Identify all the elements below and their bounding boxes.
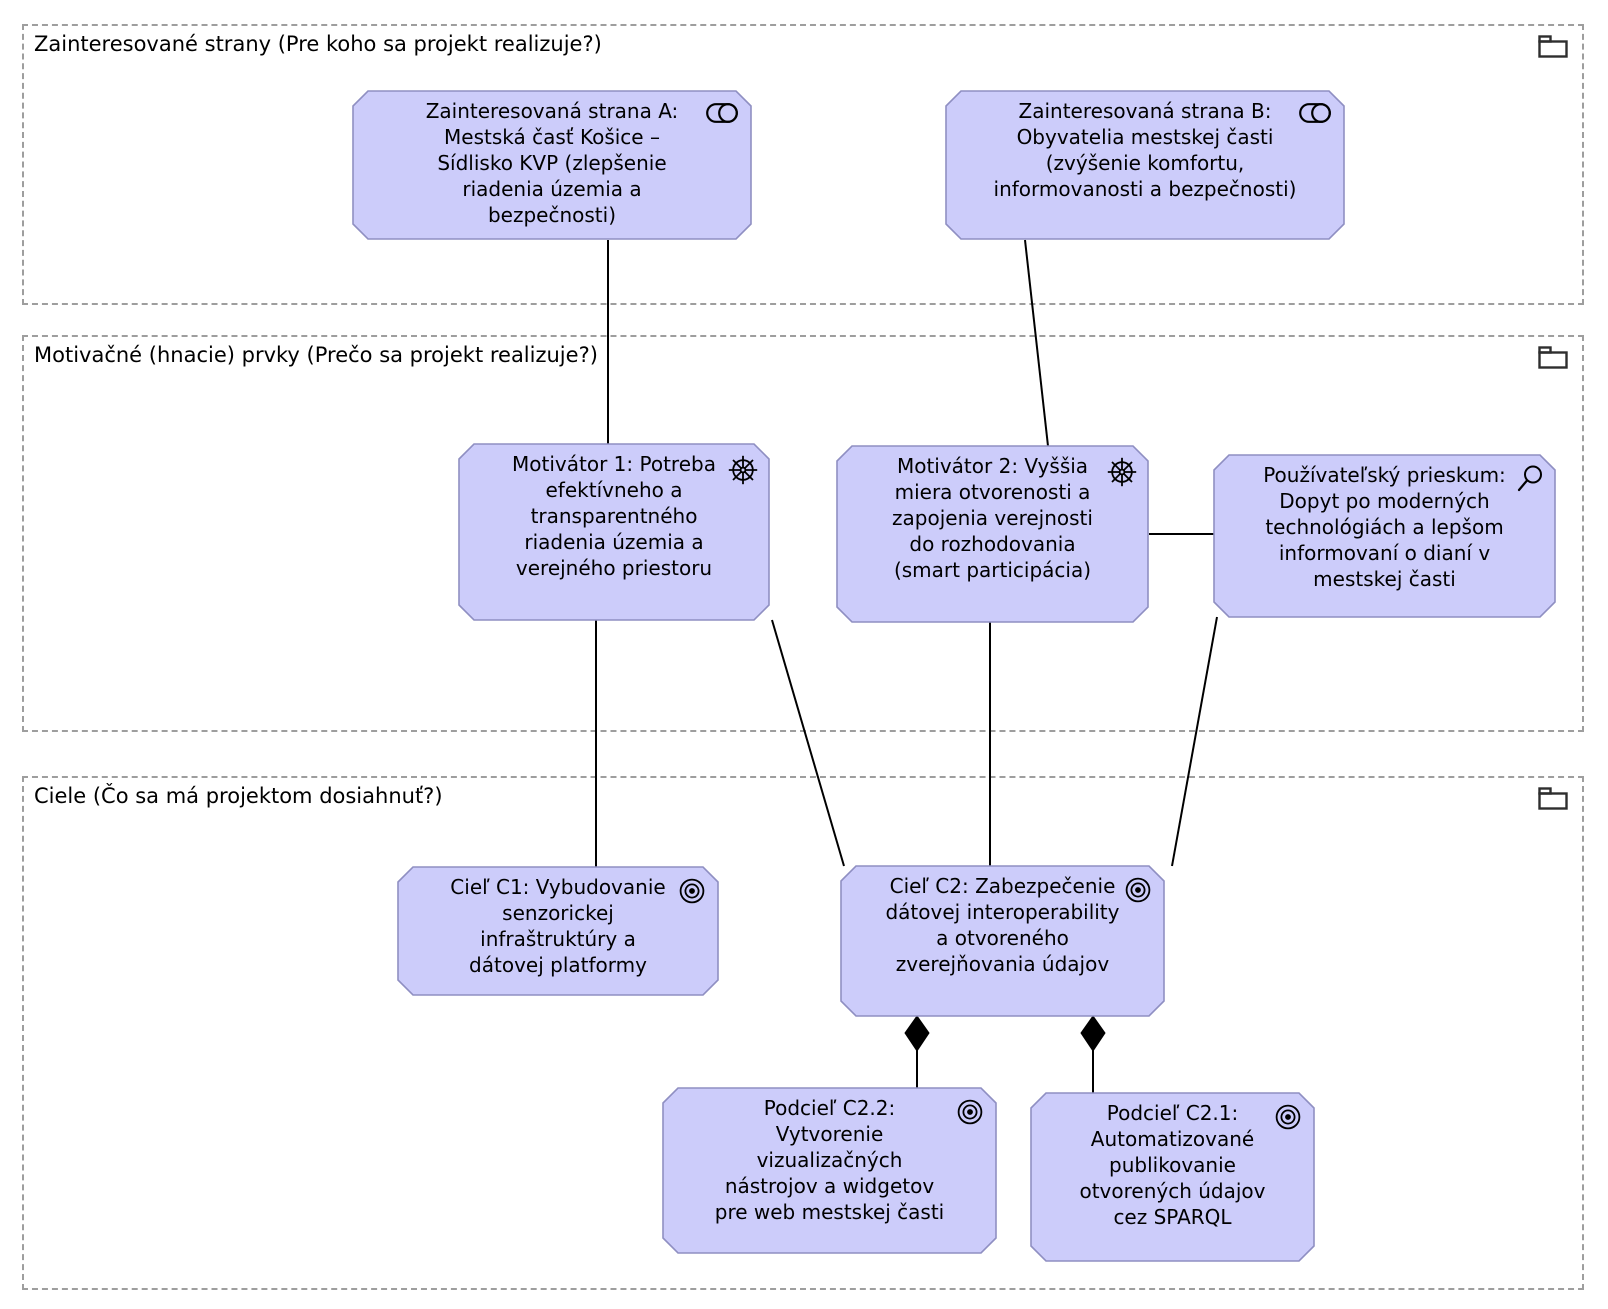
group-drivers-title: Motivačné (hnacie) prvky (Prečo sa proje…	[34, 343, 598, 367]
group-stakeholders-title: Zainteresované strany (Pre koho sa proje…	[34, 32, 602, 56]
node-pouzivatelsky-prieskum[interactable]: Používateľský prieskum: Dopyt po moderný…	[1213, 454, 1556, 618]
node-podciel-c2-1[interactable]: Podcieľ C2.1: Automatizované publikovani…	[1030, 1092, 1315, 1262]
group-stakeholders[interactable]: Zainteresované strany (Pre koho sa proje…	[22, 24, 1584, 305]
node-podciel-c2-2[interactable]: Podcieľ C2.2: Vytvorenie vizualizačných …	[662, 1087, 997, 1254]
octagon-shape	[945, 90, 1345, 240]
magnifier-icon	[1517, 465, 1542, 492]
connector-motivator1-cielC2[interactable]	[771, 619, 845, 867]
node-motivator-2[interactable]: Motivátor 2: Vyššia miera otvorenosti a …	[836, 445, 1149, 623]
node-ciel-c2[interactable]: Cieľ C2: Zabezpečenie dátovej interopera…	[840, 865, 1165, 1017]
node-stakeholder-b[interactable]: Zainteresovaná strana B: Obyvatelia mest…	[945, 90, 1345, 240]
folder-icon	[1538, 787, 1568, 810]
group-goals-title: Ciele (Čo sa má projektom dosiahnuť?)	[34, 784, 443, 808]
connector-prieskum-cielC2[interactable]	[1171, 616, 1218, 867]
node-label: Používateľský prieskum: Dopyt po moderný…	[1263, 463, 1506, 591]
node-stakeholder-a[interactable]: Zainteresovaná strana A: Mestská časť Ko…	[352, 90, 752, 240]
driver-icon	[728, 455, 758, 485]
group-goals[interactable]: Ciele (Čo sa má projektom dosiahnuť?)	[22, 776, 1584, 1290]
connector-stakeholderB-motivator2[interactable]	[1024, 239, 1049, 447]
node-ciel-c1[interactable]: Cieľ C1: Vybudovanie senzorickej infrašt…	[397, 866, 719, 996]
node-label: Motivátor 2: Vyššia miera otvorenosti a …	[892, 454, 1093, 582]
node-label: Cieľ C1: Vybudovanie senzorickej infrašt…	[450, 875, 666, 977]
node-label: Podcieľ C2.1: Automatizované publikovani…	[1079, 1101, 1266, 1229]
node-label: Zainteresovaná strana A: Mestská časť Ko…	[425, 99, 679, 227]
folder-icon	[1538, 35, 1568, 58]
octagon-shape	[836, 445, 1149, 623]
goal-icon	[1125, 877, 1151, 903]
node-label: Podcieľ C2.2: Vytvorenie vizualizačných …	[714, 1096, 945, 1224]
octagon-shape	[840, 865, 1165, 1017]
composition-diamond[interactable]	[904, 1015, 930, 1052]
folder-icon	[1538, 346, 1568, 369]
driver-icon	[1107, 457, 1137, 487]
node-label: Cieľ C2: Zabezpečenie dátovej interopera…	[885, 874, 1120, 976]
goal-icon	[957, 1099, 983, 1125]
octagon-shape	[352, 90, 752, 240]
octagon-shape	[1030, 1092, 1315, 1262]
composition-diamond[interactable]	[1080, 1015, 1106, 1052]
stakeholder-icon	[1299, 103, 1331, 123]
node-label: Zainteresovaná strana B: Obyvatelia mest…	[993, 99, 1297, 201]
node-motivator-1[interactable]: Motivátor 1: Potreba efektívneho a trans…	[458, 443, 770, 621]
octagon-shape	[662, 1087, 997, 1254]
octagon-shape	[397, 866, 719, 996]
node-label: Motivátor 1: Potreba efektívneho a trans…	[512, 452, 716, 580]
stakeholder-icon	[706, 103, 738, 123]
octagon-shape	[1213, 454, 1556, 618]
group-drivers[interactable]: Motivačné (hnacie) prvky (Prečo sa proje…	[22, 335, 1584, 732]
goal-icon	[1275, 1104, 1301, 1130]
goal-icon	[679, 878, 705, 904]
octagon-shape	[458, 443, 770, 621]
